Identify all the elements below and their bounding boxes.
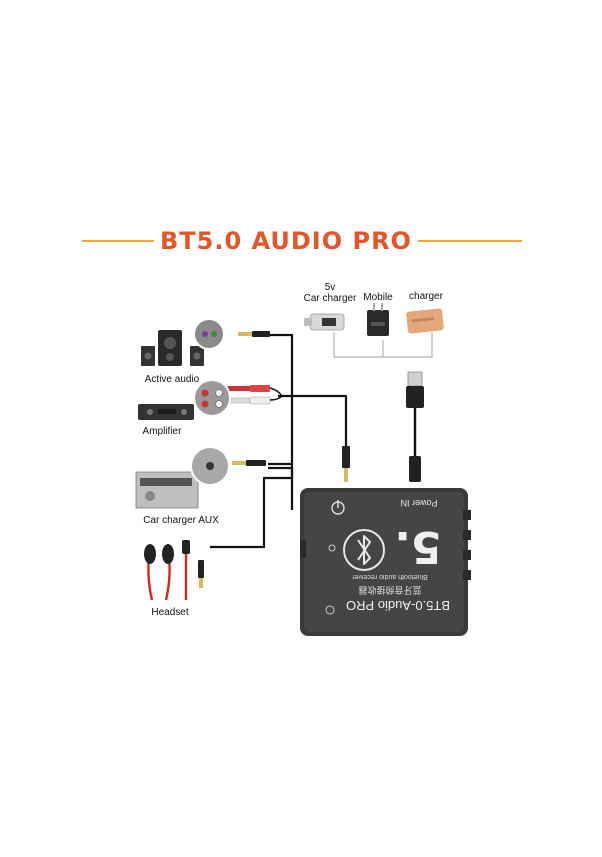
title-rule-right bbox=[418, 240, 522, 242]
label-headset: Headset bbox=[151, 607, 189, 618]
label-active-audio: Active audio bbox=[144, 374, 200, 385]
module-subtitle-en: Bluetooth audio receiver bbox=[352, 573, 428, 580]
title-row: BT5.0 AUDIO PRO bbox=[0, 226, 602, 256]
label-amplifier: Amplifier bbox=[142, 426, 182, 437]
amplifier-icon bbox=[138, 379, 231, 420]
bluetooth-icon bbox=[357, 535, 371, 565]
wall-adapter-icon bbox=[367, 303, 389, 336]
speaker-system-icon bbox=[141, 318, 225, 366]
bt-module bbox=[300, 488, 471, 636]
usb-cable bbox=[406, 371, 424, 482]
rca-plugs bbox=[227, 385, 283, 405]
diagram-title: BT5.0 AUDIO PRO bbox=[160, 227, 412, 255]
label-car-aux: Car charger AUX bbox=[143, 515, 219, 526]
label-charger: charger bbox=[409, 291, 443, 302]
power-bank-icon bbox=[406, 308, 444, 334]
label-car-charger: 5v Car charger bbox=[303, 282, 357, 304]
car-charger-icon bbox=[304, 313, 345, 331]
module-model-text: BT5.0-Audio PRO bbox=[345, 598, 451, 613]
power-connection-lines bbox=[333, 332, 433, 358]
module-aux-plug bbox=[342, 446, 350, 482]
module-power-label: Power IN bbox=[400, 498, 438, 508]
module-big-number: 5. bbox=[394, 521, 442, 572]
car-stereo-icon bbox=[135, 446, 230, 509]
jack-plugs bbox=[232, 331, 270, 466]
earphones-icon bbox=[144, 540, 204, 601]
module-subtitle-cn: 蓝牙音频接收器 bbox=[358, 584, 422, 594]
label-mobile: Mobile bbox=[363, 292, 393, 303]
title-rule-left bbox=[82, 240, 154, 242]
audio-cables bbox=[210, 333, 348, 549]
